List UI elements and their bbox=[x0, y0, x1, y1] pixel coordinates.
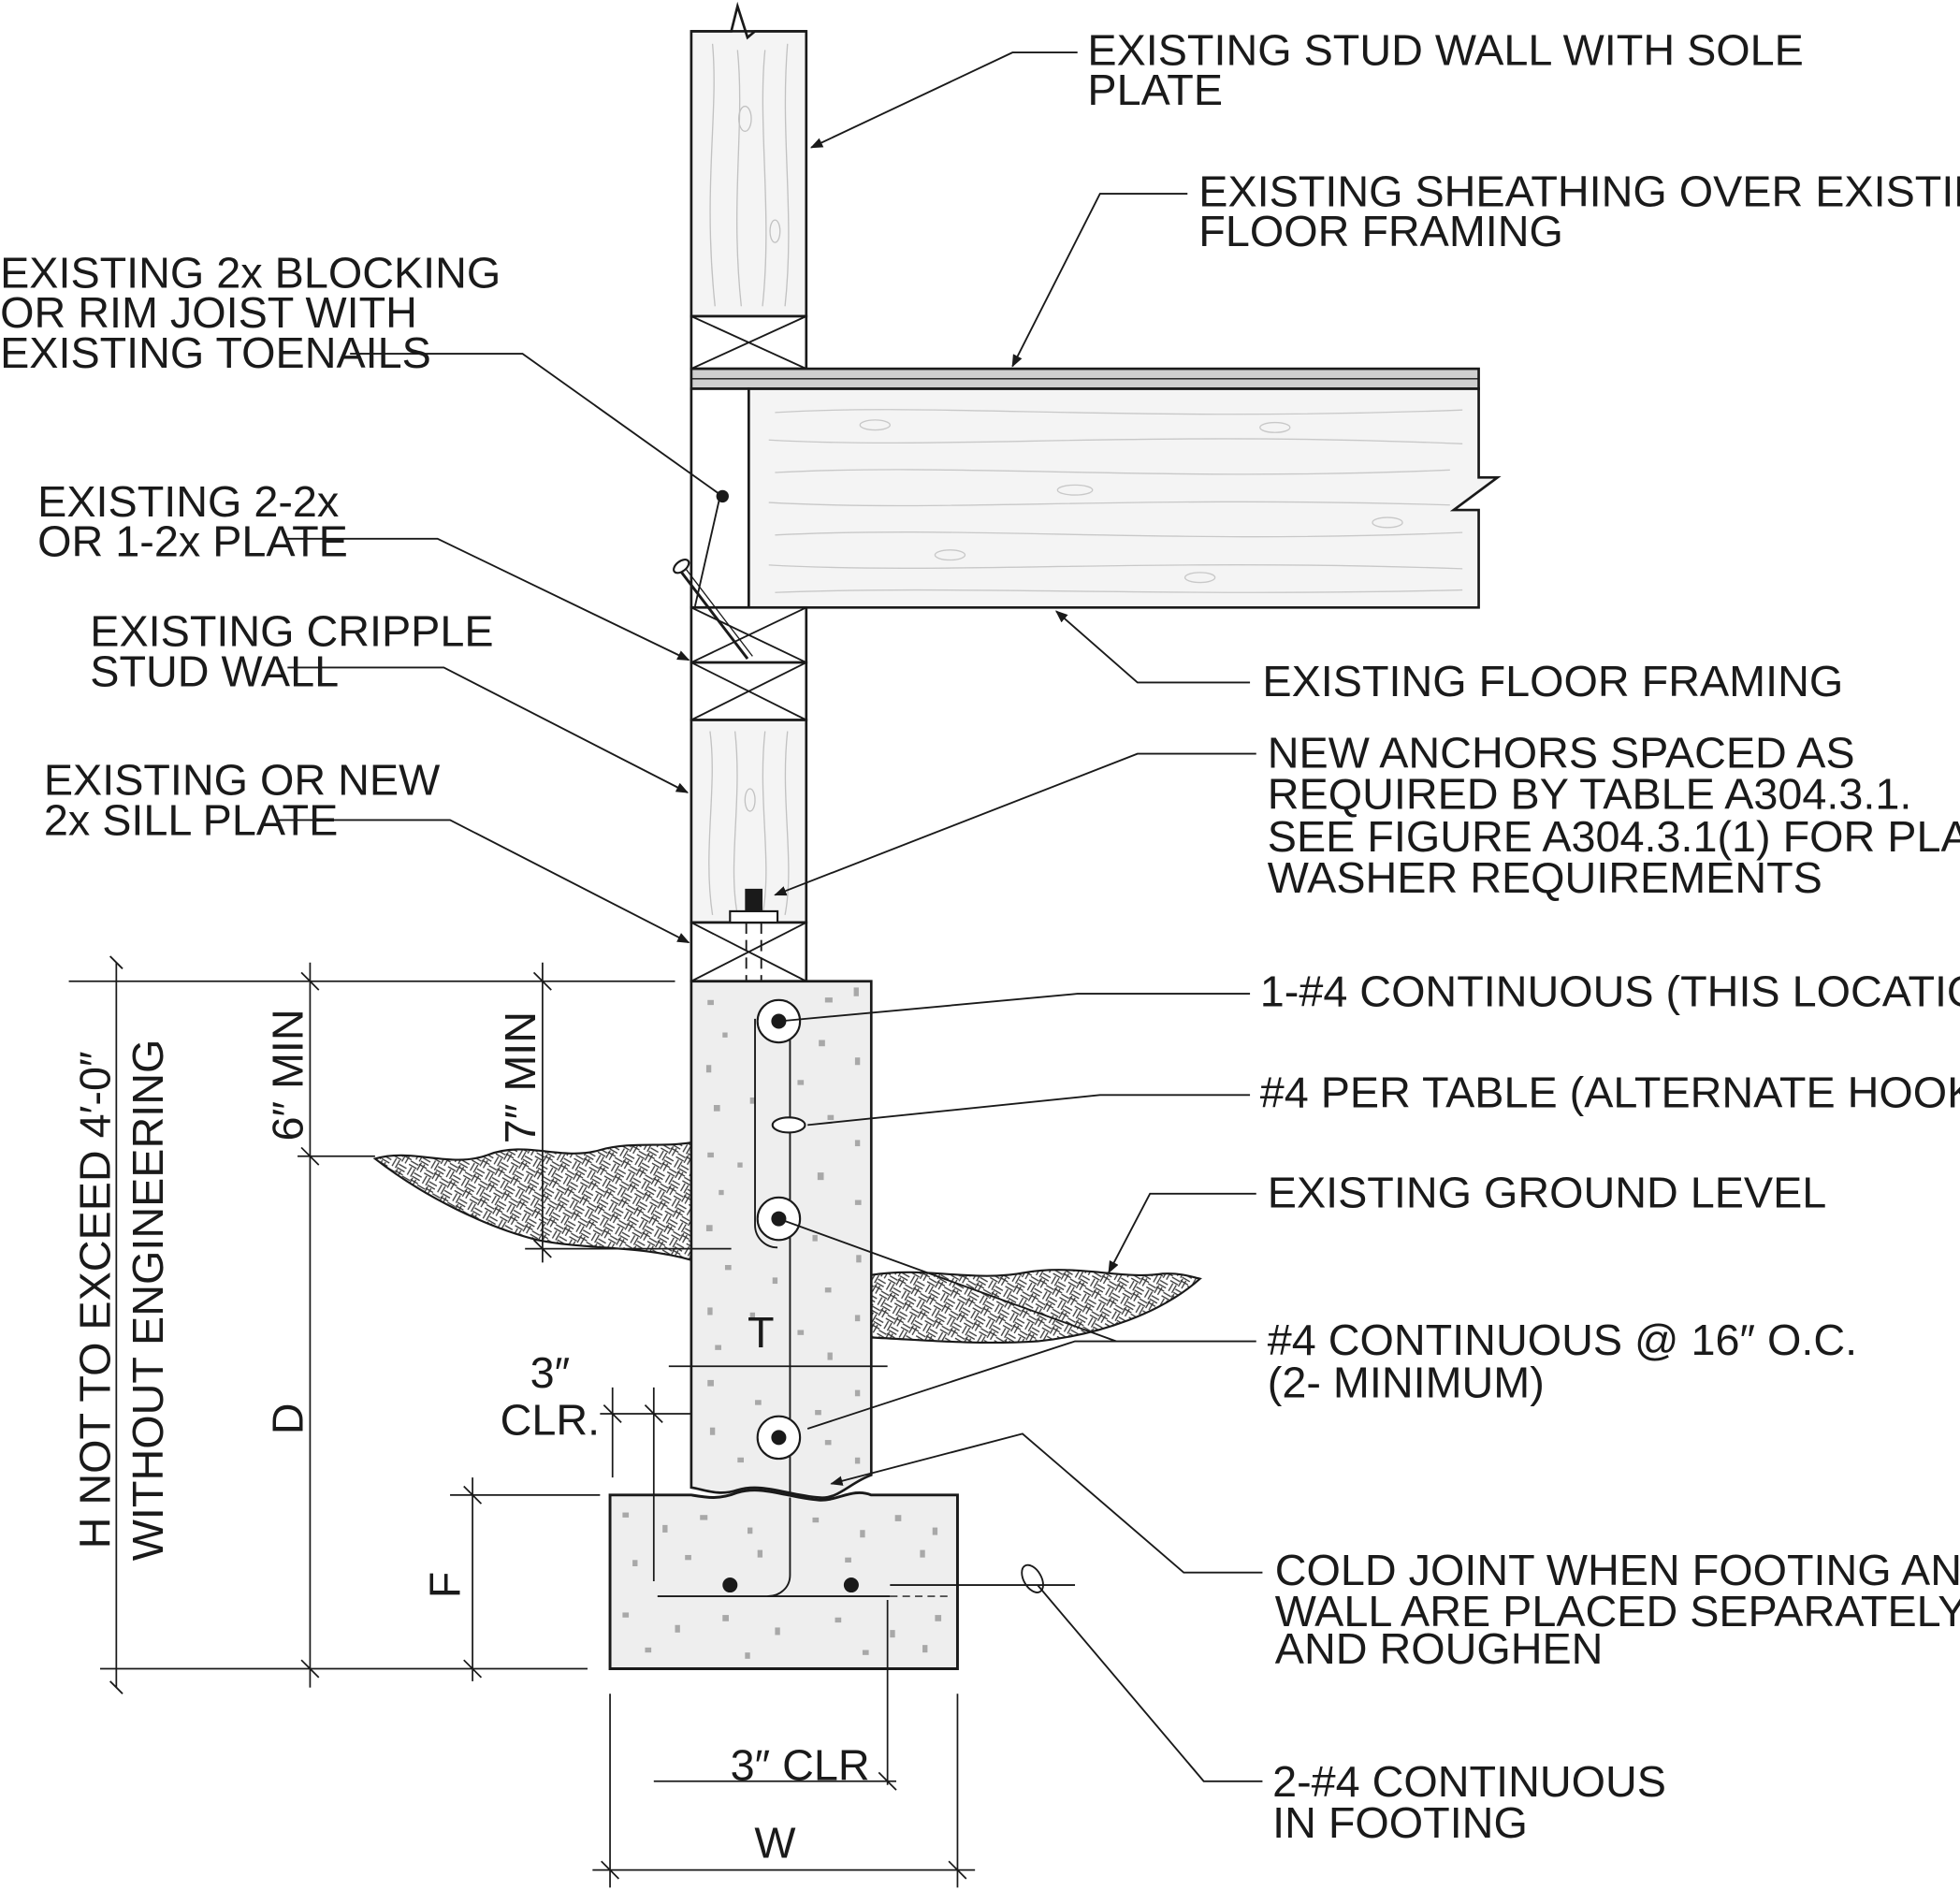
label-line: 2-#4 CONTINUOUS bbox=[1272, 1757, 1666, 1806]
label-line: EXISTING TOENAILS bbox=[0, 328, 431, 377]
dim-line: CLR. bbox=[501, 1396, 601, 1445]
label-line: EXISTING CRIPPLE bbox=[90, 607, 493, 656]
label-line: AND ROUGHEN bbox=[1275, 1624, 1604, 1673]
dim-three-clr-bottom: 3″ CLR bbox=[731, 1740, 870, 1789]
earth-left bbox=[372, 1141, 692, 1262]
label-line: STUD WALL bbox=[90, 647, 339, 695]
dimension-lines bbox=[68, 955, 976, 1888]
callout-footing-bars: 2-#4 CONTINUOUS IN FOOTING bbox=[1272, 1757, 1666, 1847]
label-line: PLATE bbox=[1087, 65, 1223, 114]
upper-stud-break bbox=[690, 1, 806, 40]
earth-right bbox=[870, 1269, 1202, 1344]
leader-dot-blocking bbox=[716, 489, 729, 503]
leader-ring-footing bbox=[1021, 1563, 1044, 1593]
footing-aggregate bbox=[622, 1512, 942, 1659]
dim-line: H NOT TO EXCEED 4′-0″ bbox=[71, 1051, 120, 1548]
label-line: (2- MINIMUM) bbox=[1268, 1359, 1545, 1407]
dim-seven-min: 7″ MIN bbox=[496, 1011, 544, 1143]
label-line: EXISTING SHEATHING OVER EXISTING bbox=[1198, 167, 1960, 215]
label-line: #4 CONTINUOUS @ 16″ O.C. bbox=[1268, 1316, 1857, 1364]
callout-sill: EXISTING OR NEW 2x SILL PLATE bbox=[44, 756, 440, 845]
label-line: REQUIRED BY TABLE A304.3.1. bbox=[1268, 769, 1912, 818]
callout-floor-framing: EXISTING FLOOR FRAMING bbox=[1262, 657, 1843, 705]
dim-six-min: 6″ MIN bbox=[263, 1009, 312, 1141]
label-line: OR RIM JOIST WITH bbox=[0, 288, 417, 337]
callout-rebar-cont: #4 CONTINUOUS @ 16″ O.C. (2- MINIMUM) bbox=[1268, 1316, 1857, 1406]
footing bbox=[608, 1489, 959, 1671]
callout-cold-joint: COLD JOINT WHEN FOOTING AND STEM WALL AR… bbox=[1275, 1546, 1960, 1673]
label-line: EXISTING FLOOR FRAMING bbox=[1262, 657, 1843, 705]
label-line: WASHER REQUIREMENTS bbox=[1268, 853, 1822, 902]
dim-line: WITHOUT ENGINEERING bbox=[123, 1040, 172, 1562]
label-line: OR 1-2x PLATE bbox=[37, 517, 348, 566]
label-line: EXISTING 2x BLOCKING bbox=[0, 248, 501, 297]
label-line: #4 PER TABLE (ALTERNATE HOOKS) bbox=[1260, 1069, 1960, 1117]
label-line: FLOOR FRAMING bbox=[1198, 207, 1563, 255]
upper-stud-grain bbox=[709, 43, 790, 307]
dowel-hook-ring bbox=[771, 1116, 806, 1134]
toenail bbox=[673, 558, 753, 660]
callout-anchors: NEW ANCHORS SPACED AS REQUIRED BY TABLE … bbox=[1268, 728, 1960, 902]
label-line: EXISTING 2-2x bbox=[37, 477, 339, 526]
callout-stud-wall: EXISTING STUD WALL WITH SOLE PLATE bbox=[1087, 25, 1803, 114]
label-line: WALL ARE PLACED SEPARATELY. CLEAN bbox=[1275, 1587, 1960, 1636]
stem-rebars bbox=[756, 998, 802, 1461]
label-line: 1-#4 CONTINUOUS (THIS LOCATION) bbox=[1260, 967, 1960, 1015]
label-line: 2x SILL PLATE bbox=[44, 795, 338, 844]
upper-stud bbox=[690, 30, 808, 318]
callout-cripple: EXISTING CRIPPLE STUD WALL bbox=[90, 607, 493, 696]
dim-d: D bbox=[263, 1403, 312, 1434]
dimension-h-limit: H NOT TO EXCEED 4′-0″ WITHOUT ENGINEERIN… bbox=[71, 1040, 172, 1562]
floor-joist bbox=[748, 387, 1502, 609]
label-line: SEE FIGURE A304.3.1(1) FOR PLATE bbox=[1268, 812, 1960, 861]
callout-rebar-table: #4 PER TABLE (ALTERNATE HOOKS) bbox=[1260, 1069, 1960, 1117]
dim-w: W bbox=[754, 1818, 795, 1867]
callout-plate: EXISTING 2-2x OR 1-2x PLATE bbox=[37, 477, 348, 566]
label-line: NEW ANCHORS SPACED AS bbox=[1268, 728, 1855, 777]
callout-sheathing: EXISTING SHEATHING OVER EXISTING FLOOR F… bbox=[1198, 167, 1960, 255]
label-line: COLD JOINT WHEN FOOTING AND STEM bbox=[1275, 1546, 1960, 1594]
leader-lines bbox=[277, 51, 1263, 1782]
footing-bar-hook bbox=[767, 1497, 791, 1597]
callout-ground: EXISTING GROUND LEVEL bbox=[1268, 1169, 1827, 1217]
label-line: IN FOOTING bbox=[1272, 1798, 1528, 1847]
floor-joist-grain bbox=[768, 409, 1463, 593]
dim-t: T bbox=[748, 1308, 775, 1357]
dim-line: 3″ bbox=[530, 1348, 571, 1397]
cripple-stud-grain bbox=[708, 731, 790, 916]
dimension-three-clr: 3″ CLR. bbox=[501, 1348, 601, 1445]
footing-bar-left bbox=[722, 1577, 738, 1593]
label-line: EXISTING STUD WALL WITH SOLE bbox=[1087, 25, 1803, 74]
dim-f: F bbox=[421, 1572, 470, 1599]
label-line: EXISTING OR NEW bbox=[44, 756, 440, 805]
label-line: EXISTING GROUND LEVEL bbox=[1268, 1169, 1827, 1217]
hooked-dowel bbox=[754, 1018, 791, 1498]
footing-bar-right bbox=[843, 1577, 859, 1593]
callout-rebar-top: 1-#4 CONTINUOUS (THIS LOCATION) bbox=[1260, 967, 1960, 1015]
callout-blocking: EXISTING 2x BLOCKING OR RIM JOIST WITH E… bbox=[0, 248, 501, 377]
anchor-bolt bbox=[729, 888, 779, 1231]
